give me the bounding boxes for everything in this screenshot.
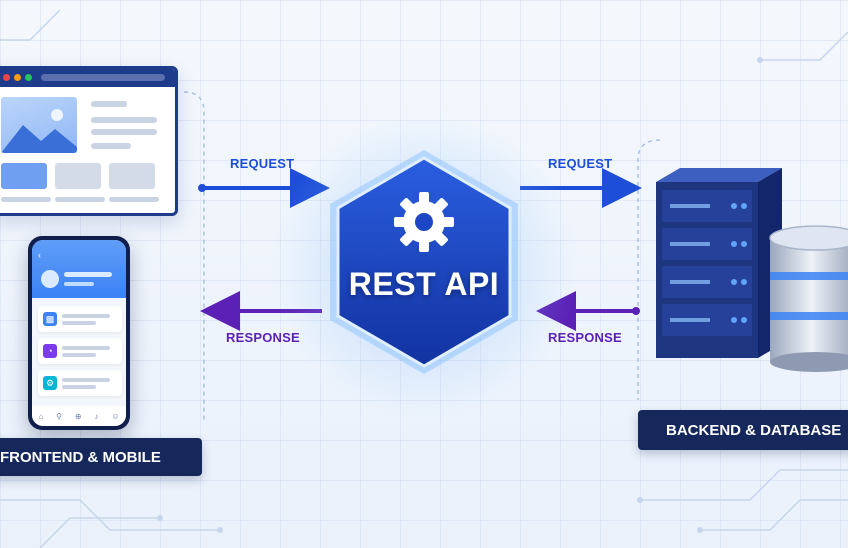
minimize-dot	[14, 74, 21, 81]
frontend-mobile-label: FRONTEND & MOBILE	[0, 438, 202, 476]
rest-api-title: REST API	[348, 266, 500, 302]
list-item: ⚙	[38, 370, 122, 396]
smartphone-icon: ‹ ▩ ◔ ⚙ ⌂ ⚲ ⊕ ♪ ☺	[28, 236, 130, 430]
browser-window-icon	[0, 66, 178, 216]
phone-screen: ‹ ▩ ◔ ⚙ ⌂ ⚲ ⊕ ♪ ☺	[32, 240, 126, 426]
home-icon: ⌂	[38, 411, 44, 421]
bell-icon: ♪	[94, 411, 99, 421]
server-rack-icon	[656, 168, 782, 358]
arrow-node	[632, 307, 640, 315]
maximize-dot	[25, 74, 32, 81]
text-placeholder	[62, 353, 96, 357]
address-bar	[41, 74, 165, 81]
list-item: ◔	[38, 338, 122, 364]
text-placeholder	[91, 117, 157, 123]
request-label-left: REQUEST	[230, 156, 295, 171]
arrow-node	[198, 184, 206, 192]
browser-titlebar	[0, 69, 175, 87]
text-placeholder	[109, 197, 159, 202]
rest-api-hexagon	[330, 150, 518, 374]
text-placeholder	[1, 197, 51, 202]
phone-tab-bar: ⌂ ⚲ ⊕ ♪ ☺	[32, 406, 126, 426]
response-label-left: RESPONSE	[226, 330, 300, 345]
list-item: ▩	[38, 306, 122, 332]
settings-icon: ⚙	[43, 376, 57, 390]
card-placeholder	[109, 163, 155, 189]
avatar	[41, 270, 59, 288]
card-placeholder	[1, 163, 47, 189]
request-label-right: REQUEST	[548, 156, 613, 171]
phone-header: ‹	[32, 240, 126, 298]
bar-chart-icon: ▩	[43, 312, 57, 326]
text-placeholder	[62, 314, 110, 318]
text-placeholder	[64, 272, 112, 277]
text-placeholder	[62, 321, 96, 325]
text-placeholder	[55, 197, 105, 202]
text-placeholder	[64, 282, 94, 286]
text-placeholder	[62, 385, 96, 389]
image-placeholder-icon	[1, 97, 77, 153]
pie-chart-icon: ◔	[43, 344, 57, 358]
response-label-right: RESPONSE	[548, 330, 622, 345]
back-chevron-icon: ‹	[38, 250, 41, 260]
text-placeholder	[62, 378, 110, 382]
backend-database-label: BACKEND & DATABASE	[638, 410, 848, 450]
text-placeholder	[91, 101, 127, 107]
card-placeholder	[55, 163, 101, 189]
gear-icon	[394, 192, 454, 252]
close-dot	[3, 74, 10, 81]
search-icon: ⚲	[56, 411, 63, 421]
add-icon: ⊕	[74, 411, 82, 421]
text-placeholder	[91, 129, 157, 135]
database-icon	[769, 225, 848, 372]
text-placeholder	[62, 346, 110, 350]
text-placeholder	[91, 143, 131, 149]
user-icon: ☺	[111, 411, 120, 421]
